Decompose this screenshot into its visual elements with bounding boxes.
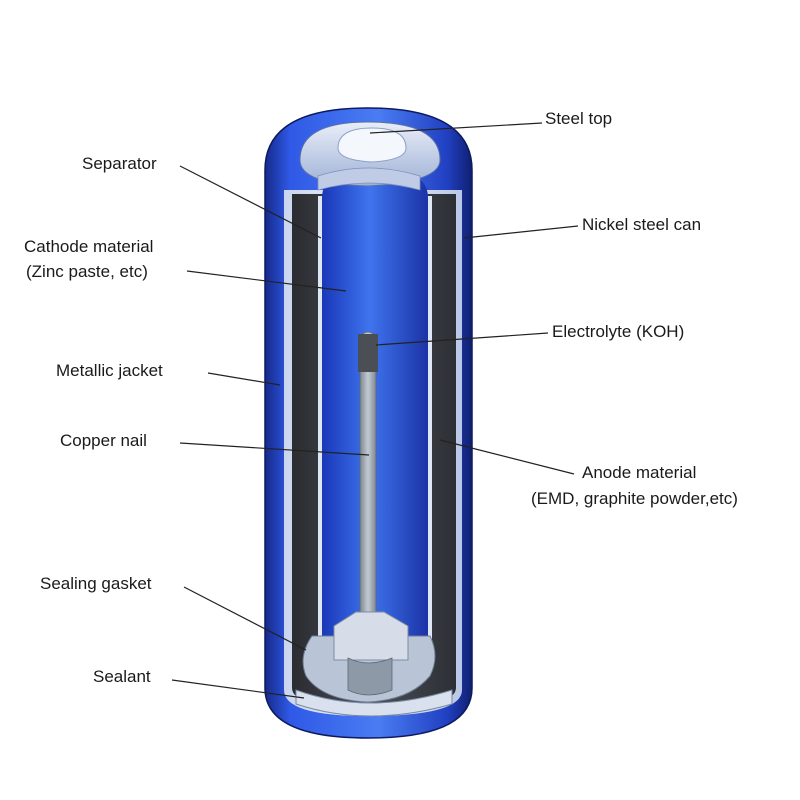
label-cathode-line1: Cathode material xyxy=(24,237,154,256)
label-separator: Separator xyxy=(82,154,157,173)
leader-cathode xyxy=(186,270,347,292)
label-nickel-steel-can: Nickel steel can xyxy=(582,215,702,234)
leader-steel-top xyxy=(369,122,543,134)
leader-sealing-gasket xyxy=(183,586,307,651)
label-copper-nail: Copper nail xyxy=(60,431,147,450)
label-electrolyte: Electrolyte (KOH) xyxy=(552,322,685,341)
leader-lines xyxy=(171,122,579,699)
leader-metallic-jacket xyxy=(207,372,281,386)
leader-anode xyxy=(439,439,575,475)
steel-top-nub xyxy=(337,127,407,163)
label-sealant: Sealant xyxy=(93,667,151,686)
label-anode-line1: Anode material xyxy=(582,463,697,482)
label-anode-line2: (EMD, graphite powder,etc) xyxy=(531,489,738,508)
leader-separator xyxy=(179,165,322,239)
leader-copper-nail xyxy=(179,442,370,456)
leader-nickel-steel-can xyxy=(463,225,579,239)
sealant xyxy=(295,689,453,717)
label-sealing-gasket: Sealing gasket xyxy=(40,574,152,593)
leader-electrolyte xyxy=(375,332,549,346)
leader-sealant xyxy=(171,679,305,699)
label-cathode-line2: (Zinc paste, etc) xyxy=(26,262,148,281)
label-metallic-jacket: Metallic jacket xyxy=(56,361,163,380)
label-steel-top: Steel top xyxy=(545,109,613,128)
